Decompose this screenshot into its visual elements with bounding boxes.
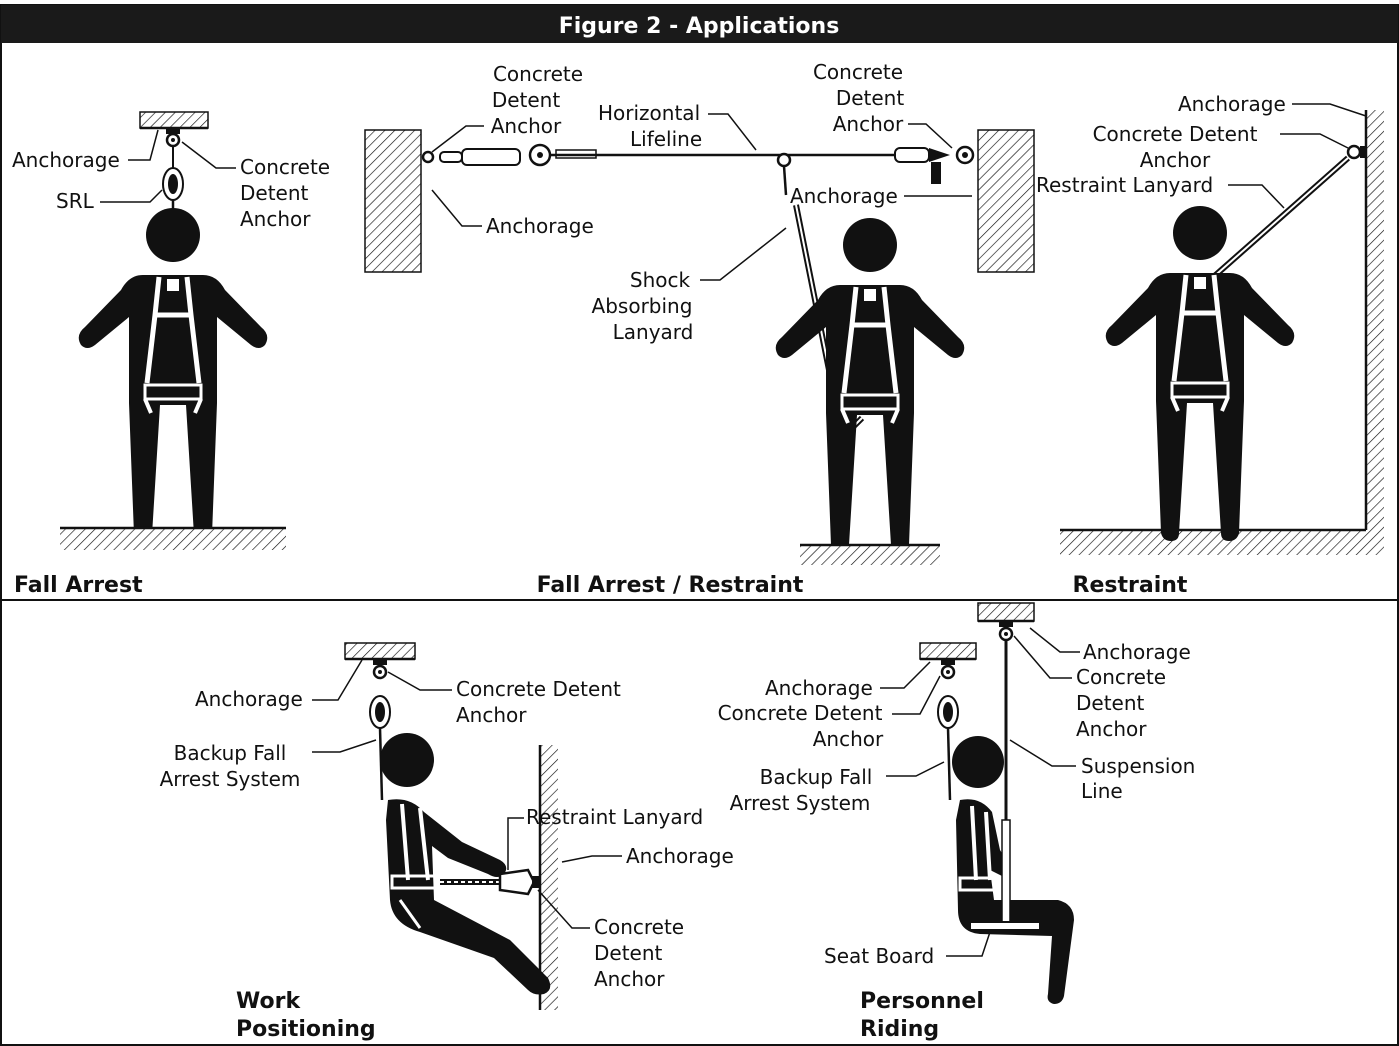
label-right-anchor-line1: Concrete xyxy=(813,60,903,84)
srl-device xyxy=(162,167,184,201)
ceiling-anchorage-suspension xyxy=(977,602,1035,622)
wall-anchorage-restraint xyxy=(1366,110,1384,555)
ceiling-anchorage xyxy=(139,111,209,129)
label-anchor-line2: Detent xyxy=(240,181,309,205)
caption-riding-line2: Riding xyxy=(860,1017,939,1042)
panel-fall-arrest: Anchorage Concrete Detent Anchor SRL Fal… xyxy=(12,111,330,598)
title-bar xyxy=(1,5,1398,43)
label-suspension-line1: Suspension xyxy=(1081,754,1195,778)
caption-fall-arrest-restraint: Fall Arrest / Restraint xyxy=(537,573,804,598)
backup-srl xyxy=(369,695,391,729)
floor-fall-arrest xyxy=(60,528,286,550)
label-anchor-work-line2: Anchor xyxy=(456,703,527,727)
caption-work-line1: Work xyxy=(236,989,301,1014)
label-right-anchor-line3: Anchor xyxy=(833,112,904,136)
wall-anchorage-work xyxy=(540,745,558,1010)
label-anchor-riding-left-line2: Anchor xyxy=(813,727,884,751)
ceiling-anchorage-backup xyxy=(919,642,977,660)
label-anchorage-riding-left: Anchorage xyxy=(765,676,873,700)
label-srl: SRL xyxy=(56,189,95,213)
label-anchor-riding-right-line2: Detent xyxy=(1076,691,1145,715)
panel-work-positioning: Anchorage Concrete Detent Anchor Backup … xyxy=(160,642,734,1042)
seat-board xyxy=(969,921,1041,931)
label-backup-work-line1: Backup Fall xyxy=(174,741,287,765)
caption-riding-line1: Personnel xyxy=(860,989,984,1014)
label-anchorage-restraint: Anchorage xyxy=(1178,92,1286,116)
label-anchorage: Anchorage xyxy=(12,148,120,172)
worker-work-positioning xyxy=(380,733,551,995)
label-backup-work-line2: Arrest System xyxy=(160,767,301,791)
panel-restraint: Anchorage Concrete Detent Anchor Restrai… xyxy=(1036,92,1384,598)
caption-work-line2: Positioning xyxy=(236,1017,376,1042)
label-left-anchor-line2: Detent xyxy=(492,88,561,112)
backup-srl-riding xyxy=(937,695,959,729)
label-anchorage-work: Anchorage xyxy=(195,687,303,711)
right-wall-anchorage xyxy=(977,129,1035,273)
label-lanyard-line3: Lanyard xyxy=(613,320,694,344)
label-lanyard-line1: Shock xyxy=(630,268,691,292)
energy-absorber xyxy=(461,148,521,166)
label-left-anchorage: Anchorage xyxy=(486,214,594,238)
label-left-anchor-line3: Anchor xyxy=(491,114,562,138)
caption-restraint: Restraint xyxy=(1073,573,1188,598)
worker-personnel-riding xyxy=(952,736,1074,1004)
label-backup-riding-line2: Arrest System xyxy=(730,791,871,815)
label-anchor-restraint-line2: Anchor xyxy=(1140,148,1211,172)
label-right-anchorage: Anchorage xyxy=(790,184,898,208)
panel-fall-arrest-restraint: Concrete Detent Anchor Horizontal Lifeli… xyxy=(364,60,1035,598)
label-suspension-line2: Line xyxy=(1081,779,1123,803)
label-anchor-riding-right-line1: Concrete xyxy=(1076,665,1166,689)
label-horizontal-lifeline-line2: Lifeline xyxy=(630,127,702,151)
label-anchor-line1: Concrete xyxy=(240,155,330,179)
label-seat-board: Seat Board xyxy=(824,944,934,968)
label-anchor-riding-right-line3: Anchor xyxy=(1076,717,1147,741)
left-wall-anchorage xyxy=(364,129,422,273)
label-backup-riding-line1: Backup Fall xyxy=(760,765,873,789)
label-restraint-lanyard: Restraint Lanyard xyxy=(1036,173,1213,197)
floor-fall-arrest-restraint xyxy=(800,545,940,565)
label-restraint-lanyard-work: Restraint Lanyard xyxy=(526,805,703,829)
label-anchor-wall-line1: Concrete xyxy=(594,915,684,939)
panel-personnel-riding: Anchorage Concrete Detent Anchor Backup … xyxy=(718,602,1195,1042)
label-anchor-wall-line3: Anchor xyxy=(594,967,665,991)
ceiling-anchorage-work xyxy=(344,642,416,660)
label-anchor-line3: Anchor xyxy=(240,207,311,231)
caption-fall-arrest: Fall Arrest xyxy=(14,573,143,598)
label-anchor-work-line1: Concrete Detent xyxy=(456,677,621,701)
label-lanyard-line2: Absorbing xyxy=(592,294,693,318)
label-anchorage-wall: Anchorage xyxy=(626,844,734,868)
figure-title: Figure 2 - Applications xyxy=(559,14,840,39)
label-anchor-riding-left-line1: Concrete Detent xyxy=(718,701,883,725)
label-anchorage-riding-right: Anchorage xyxy=(1083,640,1191,664)
label-left-anchor-line1: Concrete xyxy=(493,62,583,86)
label-right-anchor-line2: Detent xyxy=(836,86,905,110)
label-anchor-restraint-line1: Concrete Detent xyxy=(1093,122,1258,146)
label-anchor-wall-line2: Detent xyxy=(594,941,663,965)
label-horizontal-lifeline-line1: Horizontal xyxy=(598,101,700,125)
